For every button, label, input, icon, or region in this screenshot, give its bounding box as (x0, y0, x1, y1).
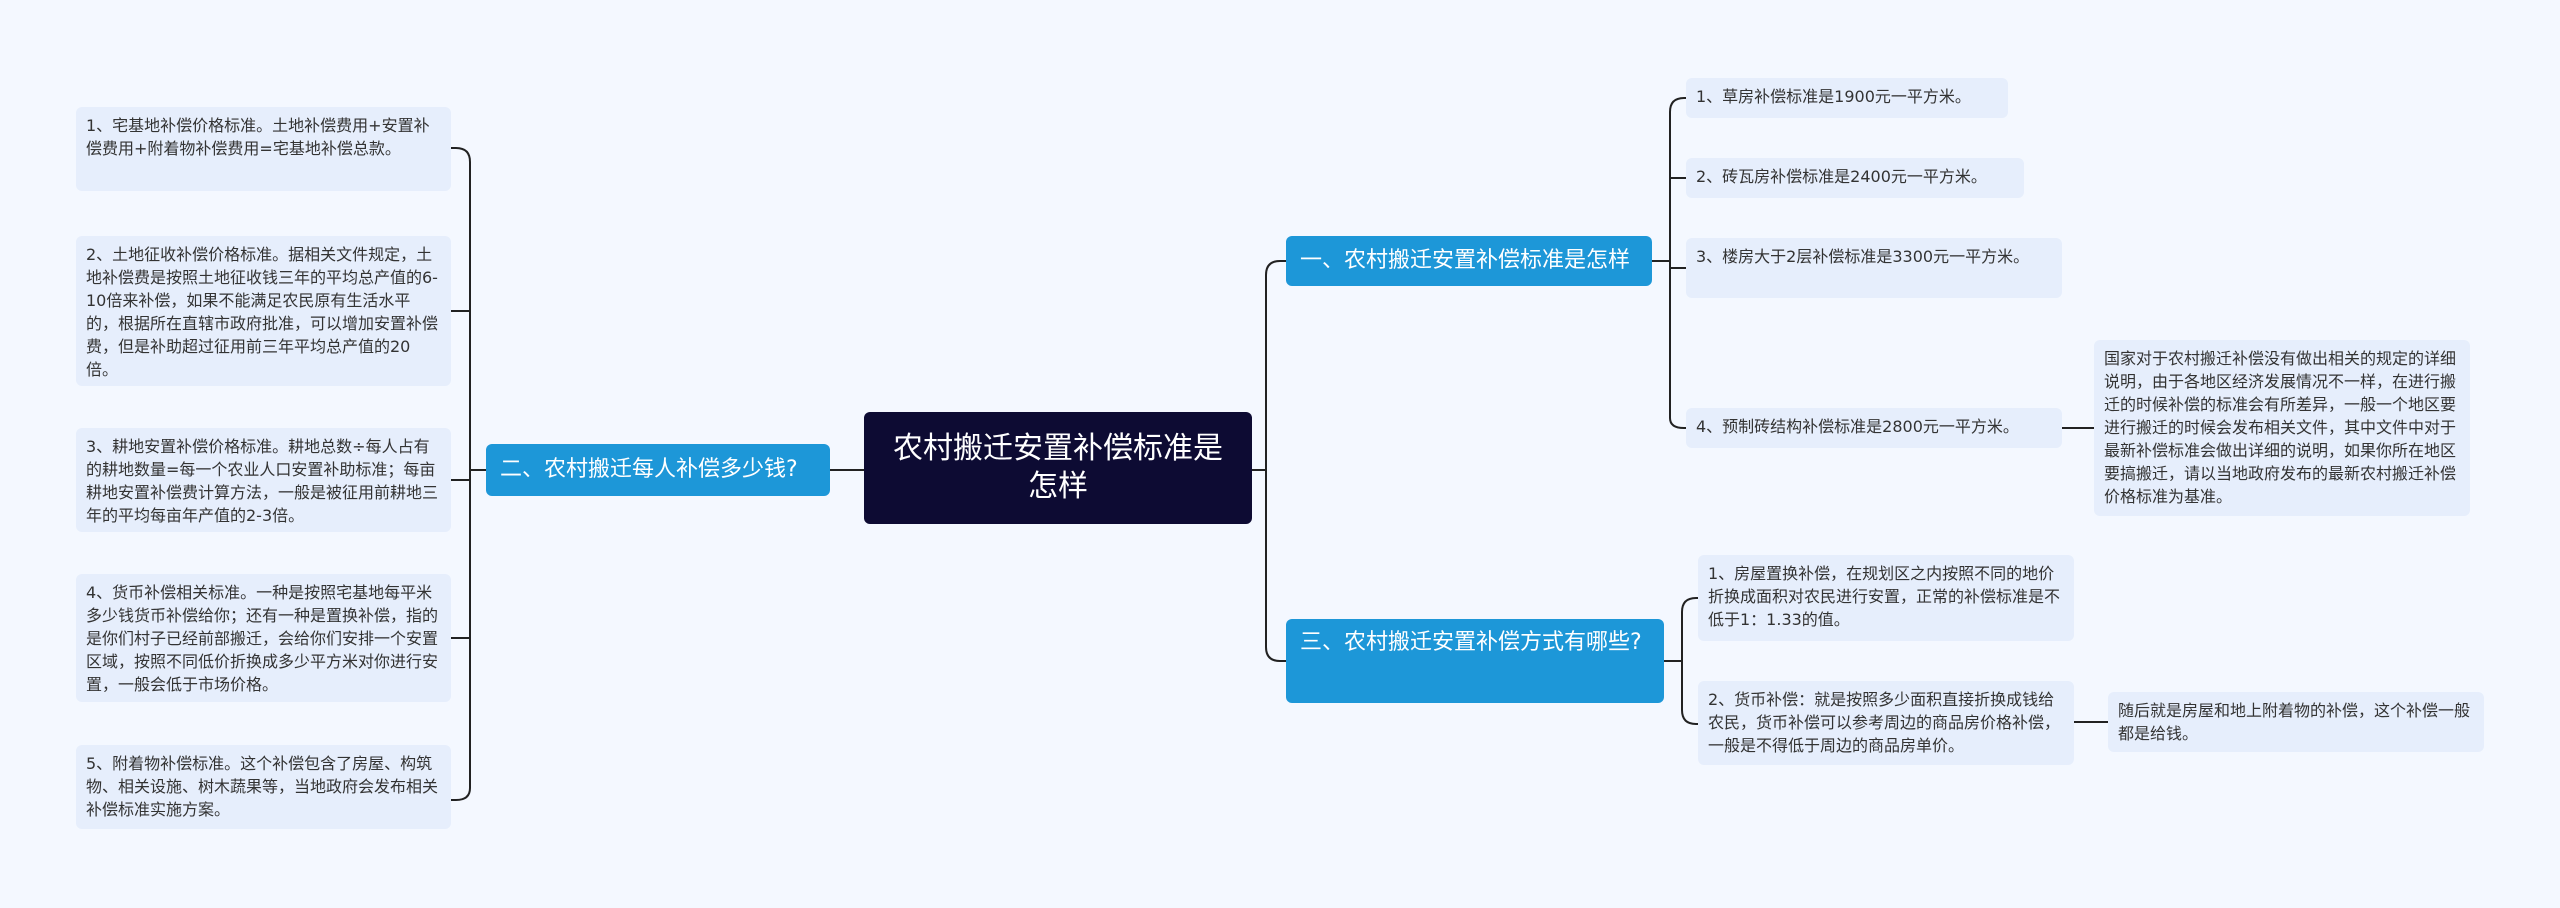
branch-right3-node[interactable]: 三、农村搬迁安置补偿方式有哪些? (1286, 619, 1664, 703)
left-leaf-2[interactable]: 2、土地征收补偿价格标准。据相关文件规定，土地补偿费是按照土地征收钱三年的平均总… (76, 236, 451, 386)
leaf-text: 1、宅基地补偿价格标准。土地补偿费用+安置补偿费用+附着物补偿费用=宅基地补偿总… (86, 116, 430, 158)
leaf-text: 4、货币补偿相关标准。一种是按照宅基地每平米多少钱货币补偿给你；还有一种是置换补… (86, 583, 439, 694)
leaf-text: 1、草房补偿标准是1900元一平方米。 (1696, 87, 1971, 106)
branch-right3-label: 三、农村搬迁安置补偿方式有哪些? (1300, 630, 1642, 655)
leaf-text: 5、附着物补偿标准。这个补偿包含了房屋、构筑物、相关设施、树木蔬果等，当地政府会… (86, 754, 439, 819)
left-leaf-3[interactable]: 3、耕地安置补偿价格标准。耕地总数÷每人占有的耕地数量=每一个农业人口安置补助标… (76, 428, 451, 532)
left-leaf-1[interactable]: 1、宅基地补偿价格标准。土地补偿费用+安置补偿费用+附着物补偿费用=宅基地补偿总… (76, 107, 451, 191)
root-node[interactable]: 农村搬迁安置补偿标准是怎样 (864, 412, 1252, 524)
left-leaf-4[interactable]: 4、货币补偿相关标准。一种是按照宅基地每平米多少钱货币补偿给你；还有一种是置换补… (76, 574, 451, 702)
right1-leaf-4-note[interactable]: 国家对于农村搬迁补偿没有做出相关的规定的详细说明，由于各地区经济发展情况不一样，… (2094, 340, 2470, 516)
leaf-text: 2、砖瓦房补偿标准是2400元一平方米。 (1696, 167, 1987, 186)
leaf-text: 1、房屋置换补偿，在规划区之内按照不同的地价折换成面积对农民进行安置，正常的补偿… (1708, 564, 2061, 629)
branch-left-node[interactable]: 二、农村搬迁每人补偿多少钱? (486, 444, 830, 496)
right3-leaf-2-note[interactable]: 随后就是房屋和地上附着物的补偿，这个补偿一般都是给钱。 (2108, 692, 2484, 752)
leaf-text: 4、预制砖结构补偿标准是2800元一平方米。 (1696, 417, 2019, 436)
edge-right3-bracket (1664, 597, 1698, 725)
right1-leaf-4[interactable]: 4、预制砖结构补偿标准是2800元一平方米。 (1686, 408, 2062, 448)
right1-leaf-2[interactable]: 2、砖瓦房补偿标准是2400元一平方米。 (1686, 158, 2024, 198)
leaf-text: 2、货币补偿：就是按照多少面积直接折换成钱给农民，货币补偿可以参考周边的商品房价… (1708, 690, 2061, 755)
leaf-text: 3、耕地安置补偿价格标准。耕地总数÷每人占有的耕地数量=每一个农业人口安置补助标… (86, 437, 439, 525)
leaf-text: 国家对于农村搬迁补偿没有做出相关的规定的详细说明，由于各地区经济发展情况不一样，… (2104, 349, 2457, 506)
branch-right1-label: 一、农村搬迁安置补偿标准是怎样 (1300, 248, 1631, 273)
right3-leaf-1[interactable]: 1、房屋置换补偿，在规划区之内按照不同的地价折换成面积对农民进行安置，正常的补偿… (1698, 555, 2074, 641)
edge-right1-bracket (1652, 97, 1686, 429)
left-leaf-5[interactable]: 5、附着物补偿标准。这个补偿包含了房屋、构筑物、相关设施、树木蔬果等，当地政府会… (76, 745, 451, 829)
edge-root-right (1252, 260, 1286, 662)
branch-right1-node[interactable]: 一、农村搬迁安置补偿标准是怎样 (1286, 236, 1652, 286)
root-title: 农村搬迁安置补偿标准是怎样 (893, 431, 1223, 504)
right1-leaf-1[interactable]: 1、草房补偿标准是1900元一平方米。 (1686, 78, 2008, 118)
leaf-text: 2、土地征收补偿价格标准。据相关文件规定，土地补偿费是按照土地征收钱三年的平均总… (86, 245, 439, 379)
right3-leaf-2[interactable]: 2、货币补偿：就是按照多少面积直接折换成钱给农民，货币补偿可以参考周边的商品房价… (1698, 681, 2074, 765)
edge-left-bracket (451, 147, 486, 801)
branch-left-label: 二、农村搬迁每人补偿多少钱? (500, 457, 798, 482)
right1-leaf-3[interactable]: 3、楼房大于2层补偿标准是3300元一平方米。 (1686, 238, 2062, 298)
leaf-text: 3、楼房大于2层补偿标准是3300元一平方米。 (1696, 247, 2030, 266)
leaf-text: 随后就是房屋和地上附着物的补偿，这个补偿一般都是给钱。 (2118, 701, 2471, 743)
